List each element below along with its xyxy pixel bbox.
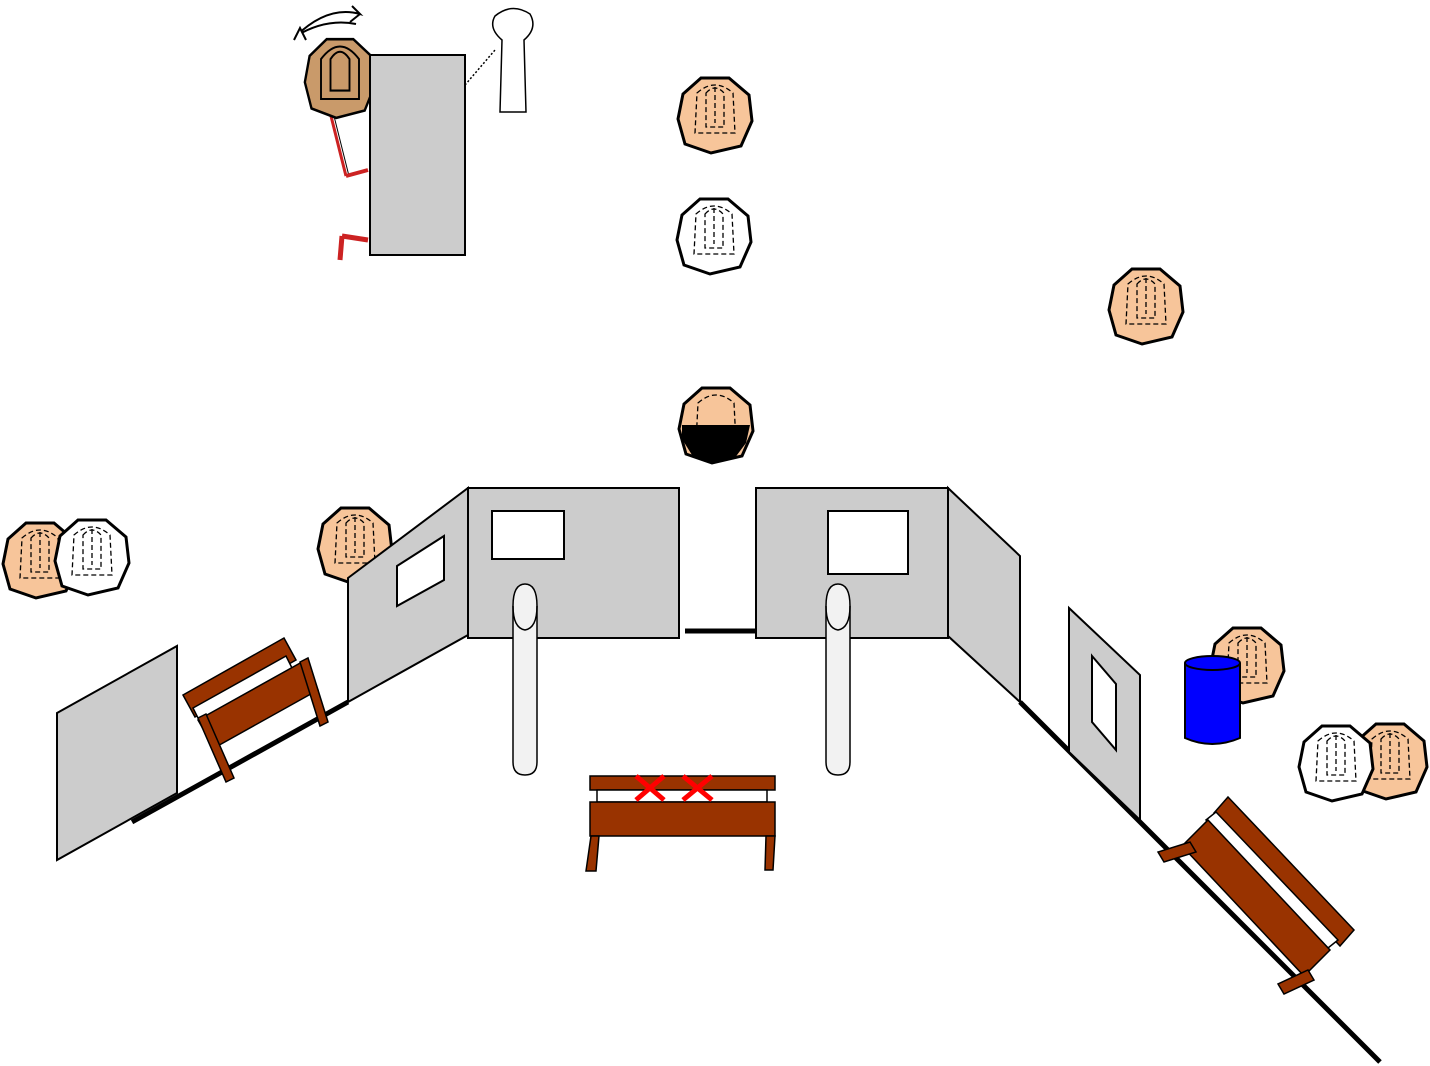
bench-icon: [181, 636, 329, 784]
cross-mark-icon: [634, 774, 714, 802]
bench-icon: [585, 775, 776, 872]
rotation-arrow-icon: [293, 5, 364, 41]
ground-line-left: [130, 699, 350, 825]
person-head-icon: [53, 518, 131, 597]
lamp-cord: [464, 49, 496, 86]
left-panel: [56, 644, 178, 862]
right-panel-window: [1091, 653, 1117, 753]
person-head-icon: [303, 37, 377, 120]
front-window-right: [827, 510, 909, 575]
lamp-icon: [491, 7, 534, 113]
right-side-wall: [947, 485, 1021, 705]
person-head-icon: [675, 197, 753, 276]
person-head-icon: [1107, 267, 1185, 346]
desk: [369, 54, 466, 256]
bench-icon: [1156, 795, 1356, 995]
pillar-icon: [825, 583, 851, 776]
left-side-window: [396, 534, 445, 608]
person-head-icon: [676, 76, 754, 155]
pillar-icon: [512, 583, 538, 776]
stand-leg-icon: [326, 103, 369, 261]
person-head-icon: [677, 386, 755, 465]
trash-bin-icon: [1184, 655, 1241, 745]
person-head-icon: [1297, 724, 1375, 803]
front-window-left: [491, 510, 565, 560]
